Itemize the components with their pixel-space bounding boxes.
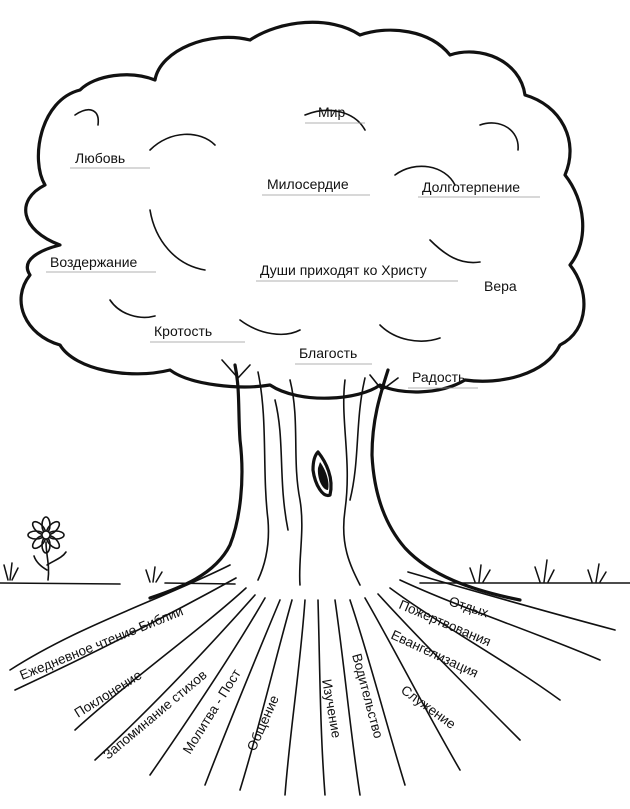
fruit-label-vera: Вера: [484, 278, 517, 294]
grass-tufts: [3, 559, 607, 583]
tree-roots: [9, 564, 616, 796]
fruit-label-dushi: Души приходят ко Христу: [260, 262, 427, 278]
canopy-labels: Мир Любовь Милосердие Долготерпение Возд…: [46, 104, 540, 389]
root-label-obshchenie: Общение: [244, 693, 282, 753]
fruit-label-radost: Радость: [412, 369, 465, 385]
fruit-label-krotost: Кротость: [154, 323, 212, 339]
fruit-label-blagost: Благость: [299, 345, 357, 361]
root-label-voditelstvo: Водительство: [349, 652, 386, 740]
fruit-label-miloserdie: Милосердие: [267, 176, 349, 192]
root-label-izuchenie: Изучение: [319, 678, 344, 739]
tree-trunk: [148, 359, 522, 602]
fruit-label-dolgoterpenie: Долготерпение: [422, 179, 520, 195]
fruit-label-lyubov: Любовь: [75, 150, 125, 166]
root-label-poklonenie: Поклонение: [72, 667, 145, 720]
root-label-chtenie: Ежедневное чтение Библии: [18, 603, 186, 682]
flower-drawing: [27, 516, 67, 581]
root-labels: Ежедневное чтение Библии Поклонение Запо…: [18, 594, 494, 763]
root-label-otdykh: Отдых: [447, 594, 490, 621]
root-label-sluzhenie: Служение: [398, 682, 458, 732]
fruit-label-mir: Мир: [318, 104, 345, 120]
tree-canopy: [19, 20, 586, 400]
ground-line: [0, 582, 630, 585]
fruit-label-vozderzhanie: Воздержание: [50, 254, 138, 270]
